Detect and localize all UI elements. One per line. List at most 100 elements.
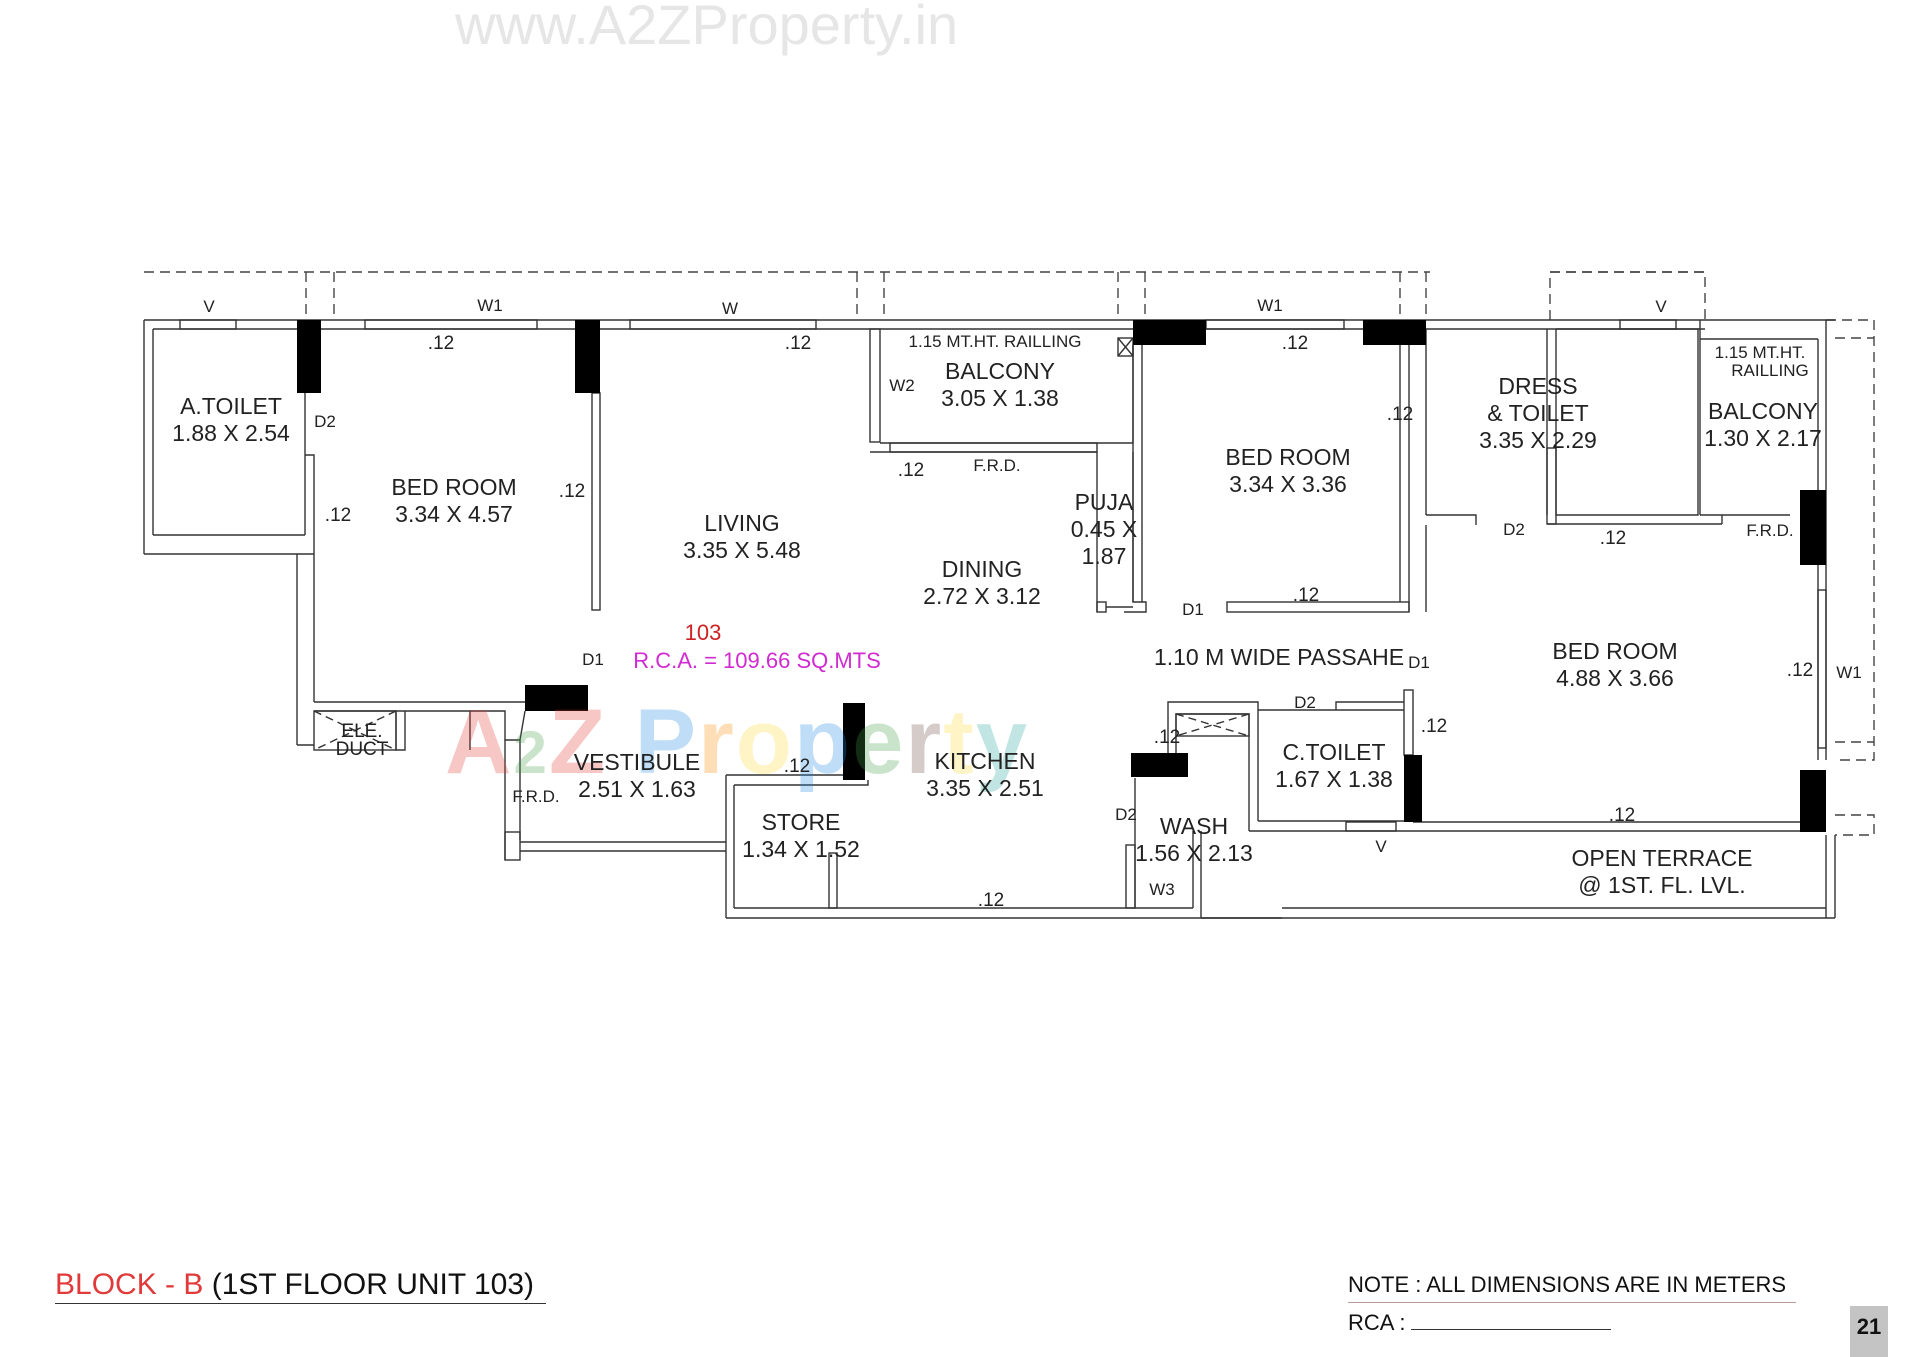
room-dining: DINING 2.72 X 3.12 (923, 556, 1041, 610)
room-name: LIVING (704, 510, 780, 536)
window-v-label-3: V (1375, 837, 1387, 856)
room-name: DRESS (1498, 373, 1578, 399)
room-a-toilet: A.TOILET 1.88 X 2.54 (172, 393, 290, 447)
room-living: LIVING 3.35 X 5.48 (683, 510, 801, 564)
dimensions-note: NOTE : ALL DIMENSIONS ARE IN METERS (1348, 1272, 1796, 1303)
page-number: 21 (1850, 1306, 1888, 1357)
website-watermark: www.A2ZProperty.in (455, 0, 959, 56)
door-d2-label-4: D2 (1115, 805, 1137, 824)
window-w1-label-2: W1 (1257, 296, 1283, 315)
passage-label: 1.10 M WIDE PASSAHE (1153, 644, 1405, 670)
room-name: PUJA (1074, 489, 1134, 515)
plan-title: BLOCK - B (1ST FLOOR UNIT 103) (55, 1267, 547, 1304)
wall-dim: .12 (897, 460, 925, 481)
door-d2-label-2: D2 (1503, 520, 1525, 539)
room-bedroom-1: BED ROOM 3.34 X 4.57 (391, 474, 516, 528)
room-name-2: & TOILET (1487, 400, 1589, 426)
wall-dim: .12 (558, 481, 586, 502)
room-name: C.TOILET (1282, 739, 1386, 765)
room-size: 1.34 X 1.52 (742, 836, 860, 862)
block-label: BLOCK - B (55, 1268, 204, 1301)
room-size: 3.05 X 1.38 (941, 385, 1059, 411)
room-size: 0.45 X (1070, 516, 1138, 542)
room-vestibule: VESTIBULE 2.51 X 1.63 (574, 749, 701, 803)
wall-dim: .12 (1281, 333, 1309, 354)
room-name: KITCHEN (934, 748, 1036, 774)
railing-note-1: 1.15 MT.HT. RAILLING (908, 332, 1082, 351)
door-d2-label-1: D2 (314, 412, 336, 431)
room-size: 4.88 X 3.66 (1556, 665, 1674, 691)
room-name: BALCONY (945, 358, 1055, 384)
room-size: 3.35 X 5.48 (683, 537, 801, 563)
window-v-label: V (203, 297, 215, 316)
wall-dim: .12 (427, 333, 455, 354)
room-balcony-1: BALCONY 3.05 X 1.38 (941, 358, 1059, 412)
room-name: BED ROOM (1552, 638, 1678, 664)
room-puja: PUJA 0.45 X 1.87 (1071, 489, 1138, 570)
room-name: BED ROOM (1225, 444, 1351, 470)
wall-dim: .12 (1386, 404, 1414, 425)
room-name: BALCONY (1708, 398, 1818, 424)
wall-dim: .12 (1786, 660, 1814, 681)
frd-label-balcony: F.R.D. (973, 456, 1021, 475)
rca-area: R.C.A. = 109.66 SQ.MTS (633, 648, 881, 673)
wall-dim: .12 (1420, 716, 1448, 737)
room-name: WASH (1159, 813, 1229, 839)
door-d2-label-3: D2 (1294, 693, 1316, 712)
wall-dim: .12 (1153, 727, 1181, 748)
room-size: 1.67 X 1.38 (1275, 766, 1393, 792)
door-d1-label-2: D1 (1182, 600, 1204, 619)
room-name: A.TOILET (180, 393, 282, 419)
room-size: @ 1ST. FL. LVL. (1578, 872, 1746, 898)
railing-note-2a: 1.15 MT.HT. (1714, 343, 1806, 362)
room-size: 3.35 X 2.29 (1479, 427, 1597, 453)
room-name: DINING (941, 556, 1023, 582)
window-w2-label: W2 (889, 376, 915, 395)
frd-label-balcony-2: F.R.D. (1746, 521, 1794, 540)
room-name: BED ROOM (391, 474, 517, 500)
room-size: 3.34 X 4.57 (395, 501, 513, 527)
room-store: STORE 1.34 X 1.52 (742, 809, 860, 863)
room-bedroom-2: BED ROOM 3.34 X 3.36 (1225, 444, 1350, 498)
rca-blank-line (1411, 1311, 1612, 1330)
wall-dim: .12 (324, 505, 352, 526)
rca-field: RCA : (1348, 1310, 1612, 1336)
window-w1-label-3: W1 (1836, 663, 1862, 682)
room-size: 2.72 X 3.12 (923, 583, 1041, 609)
room-c-toilet: C.TOILET 1.67 X 1.38 (1275, 739, 1393, 793)
room-name: VESTIBULE (573, 749, 701, 775)
room-size-2: 1.87 (1081, 543, 1127, 569)
brand-watermark: A2Z Property (445, 691, 1029, 793)
window-w-label: W (721, 299, 739, 318)
room-bedroom-3: BED ROOM 4.88 X 3.66 (1552, 638, 1677, 692)
wall-dim: .12 (1599, 528, 1627, 549)
ele-duct-label-2: DUCT (335, 739, 389, 760)
door-d1-label-1: D1 (582, 650, 604, 669)
rca-label: RCA : (1348, 1310, 1406, 1335)
wall-dim: .12 (977, 890, 1005, 911)
window-v-label-2: V (1655, 297, 1667, 316)
wall-dim: .12 (784, 333, 812, 354)
room-size: 1.88 X 2.54 (172, 420, 290, 446)
room-size: 1.30 X 2.17 (1704, 425, 1822, 451)
room-balcony-2: BALCONY 1.30 X 2.17 (1704, 398, 1822, 452)
room-open-terrace: OPEN TERRACE @ 1ST. FL. LVL. (1571, 845, 1752, 899)
room-size: 3.35 X 2.51 (926, 775, 1044, 801)
ele-duct-label-1: ELE. (341, 721, 383, 742)
wall-dim: .12 (1608, 805, 1636, 826)
room-size: 1.56 X 2.13 (1135, 840, 1253, 866)
room-size: 3.34 X 3.36 (1229, 471, 1347, 497)
window-w1-label: W1 (477, 296, 503, 315)
unit-label: (1ST FLOOR UNIT 103) (211, 1268, 535, 1301)
door-d1-label-3: D1 (1408, 653, 1430, 672)
wall-dim: .12 (783, 756, 811, 777)
room-wash: WASH 1.56 X 2.13 (1135, 813, 1253, 867)
unit-number: 103 (684, 620, 722, 645)
railing-note-2b: RAILLING (1731, 361, 1809, 380)
room-dress-toilet: DRESS & TOILET 3.35 X 2.29 (1479, 373, 1597, 454)
window-w3-label: W3 (1149, 880, 1175, 899)
room-name: OPEN TERRACE (1571, 845, 1753, 871)
room-size: 2.51 X 1.63 (578, 776, 696, 802)
frd-label-vestibule: F.R.D. (512, 787, 560, 806)
